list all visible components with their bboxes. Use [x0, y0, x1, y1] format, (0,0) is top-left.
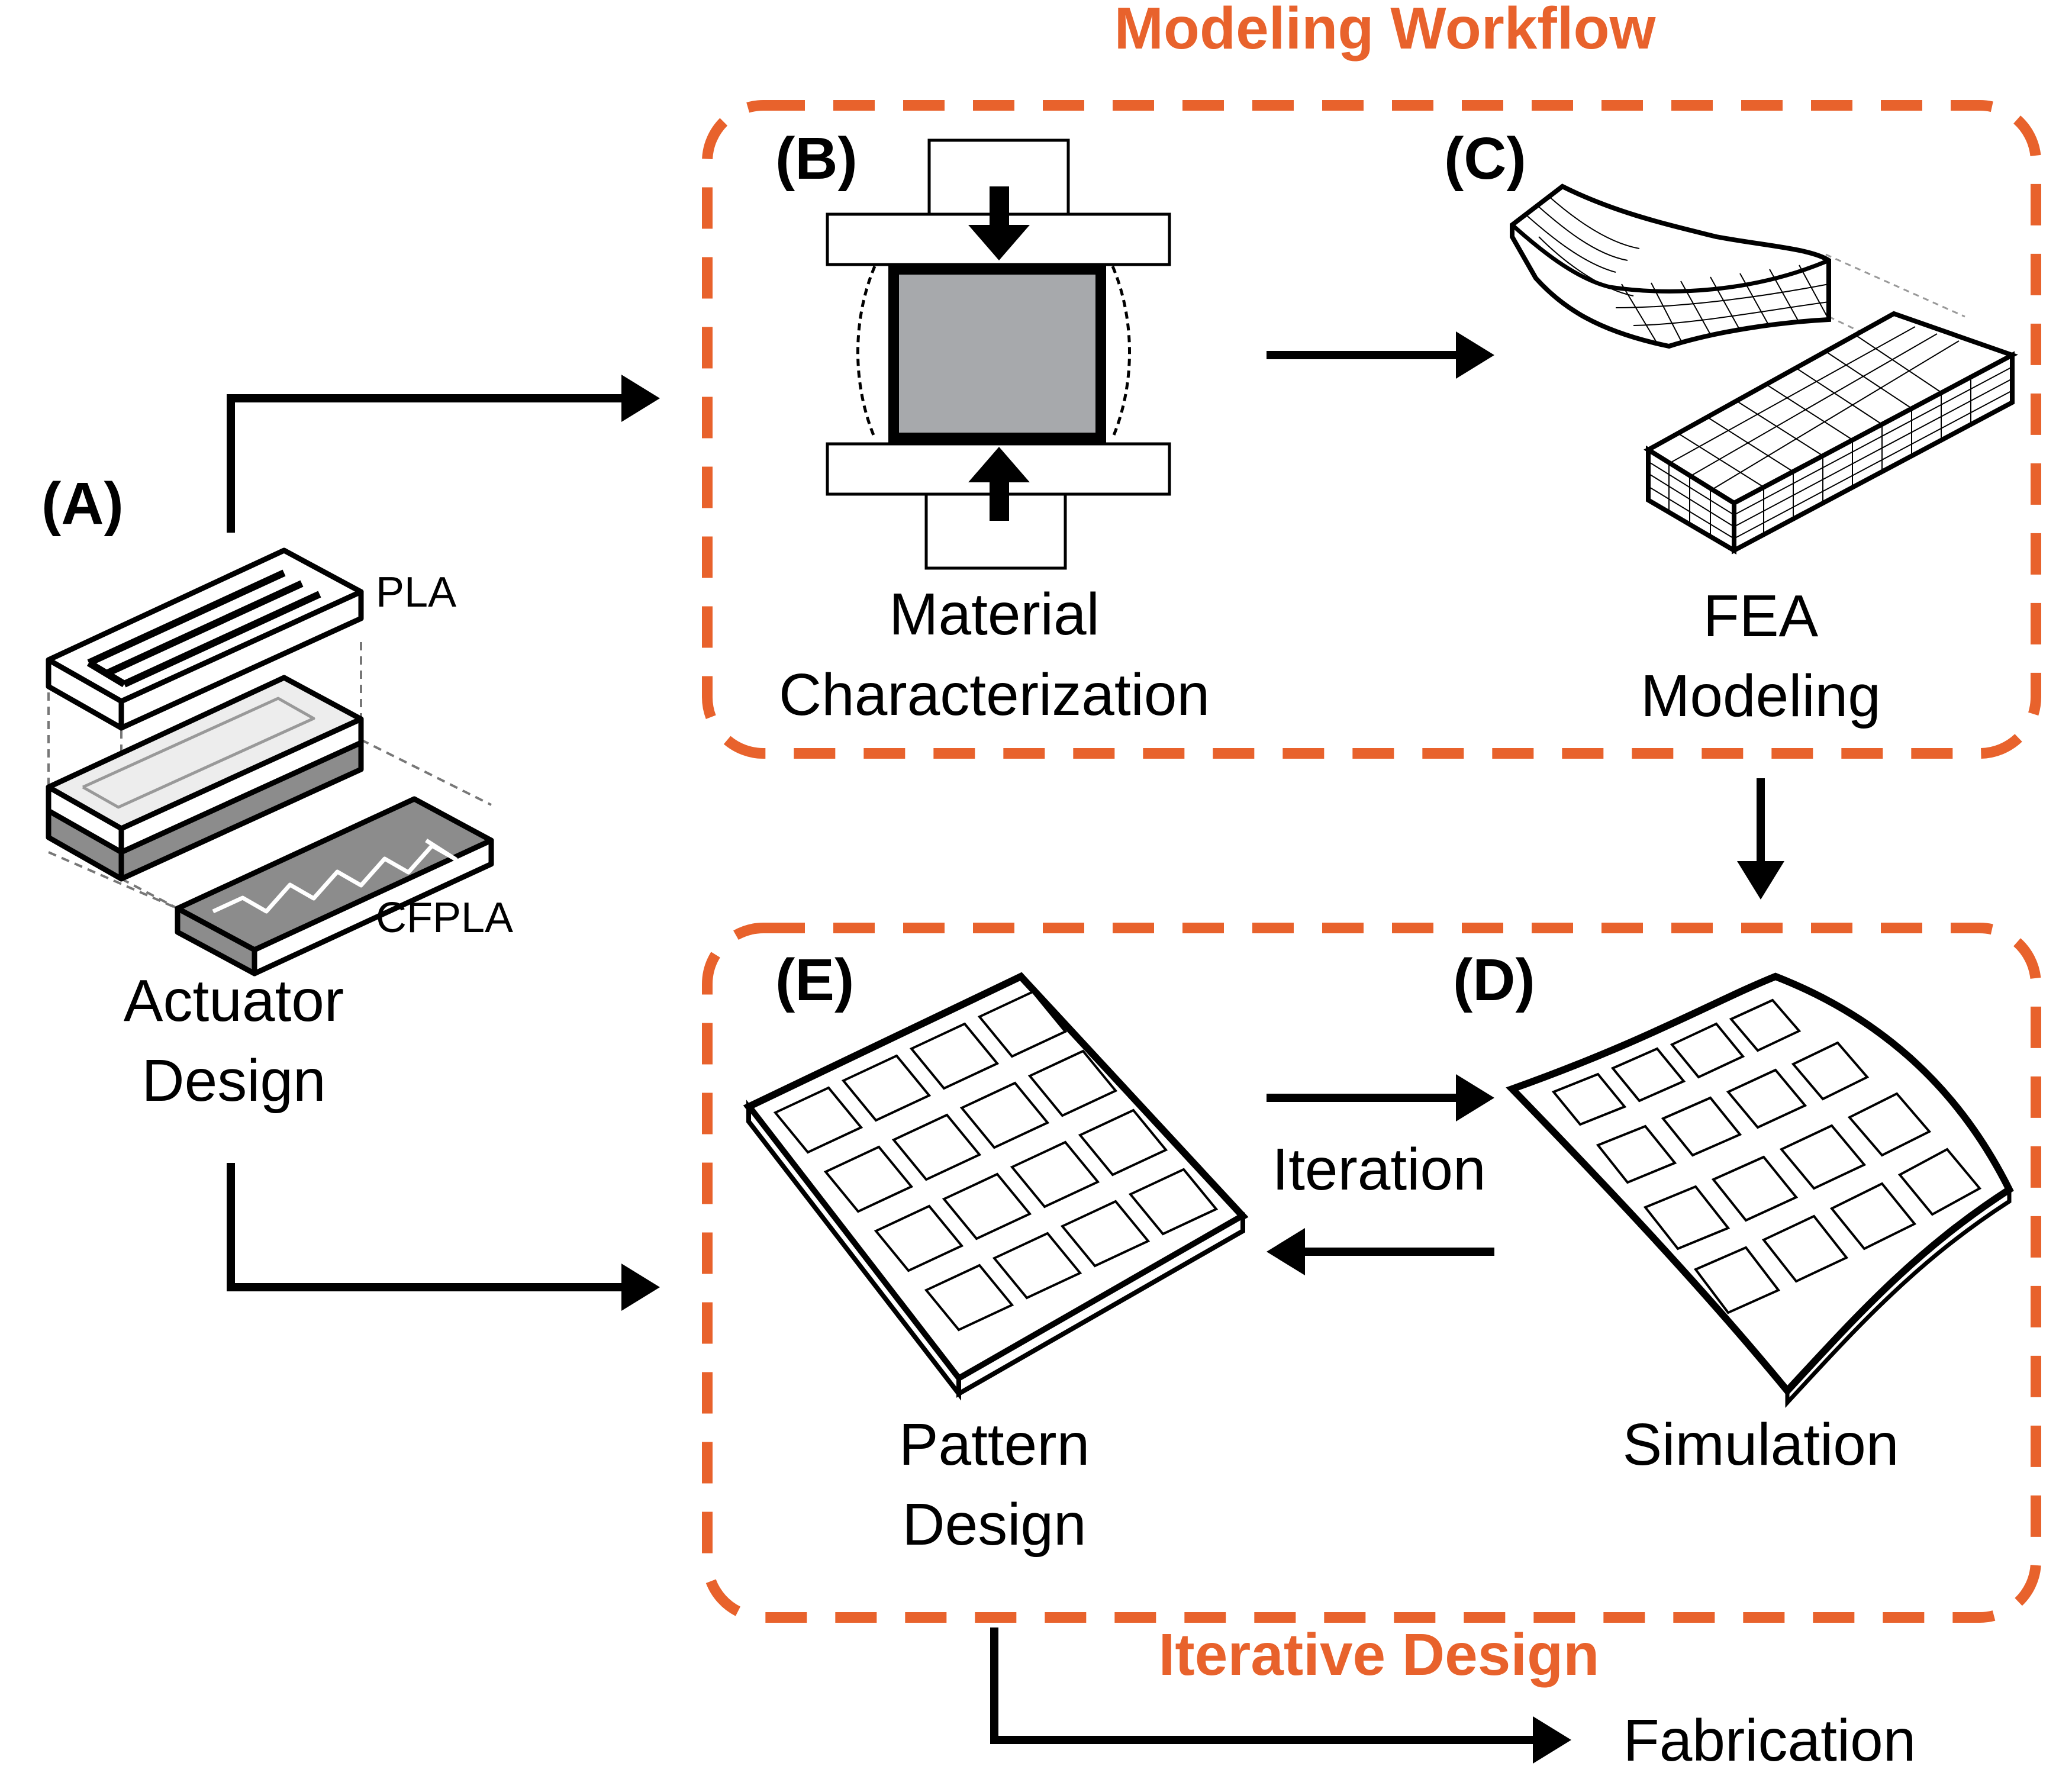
panel-e-caption-line1: Pattern	[899, 1411, 1090, 1478]
arrow-a-to-iterative	[227, 1163, 621, 1291]
panel-c-caption-line2: Modeling	[1641, 663, 1881, 729]
actuator-layers-illustration	[46, 547, 494, 976]
pattern-cells	[773, 990, 1219, 1332]
panel-e-caption-line2: Design	[902, 1491, 1086, 1558]
panel-label-e: (E)	[775, 947, 854, 1013]
panel-d-caption: Simulation	[1623, 1411, 1899, 1478]
layer-label-pla: PLA	[376, 569, 456, 616]
modeling-workflow-box	[702, 100, 2041, 759]
panel-label-b: (B)	[775, 125, 858, 192]
compression-test-illustration	[826, 138, 1171, 570]
simulated-curved-sheet	[1506, 972, 2014, 1408]
iterative-design-title: Iterative Design	[1159, 1622, 1600, 1688]
panel-a-caption-line2: Design	[141, 1048, 326, 1114]
pattern-grid-illustration	[743, 972, 1249, 1401]
fabrication-label: Fabrication	[1623, 1707, 1916, 1774]
iterative-design-box	[702, 923, 2041, 1623]
arrow-a-to-modeling	[227, 394, 621, 533]
flow-arrows	[227, 331, 1784, 1764]
iteration-label: Iteration	[1272, 1136, 1485, 1203]
modeling-workflow-title: Modeling Workflow	[1114, 0, 1656, 62]
layer-label-cfpla: CFPLA	[376, 894, 513, 942]
simulated-cells	[1551, 998, 1982, 1314]
panel-label-d: (D)	[1453, 947, 1535, 1013]
fea-mesh-illustration	[1510, 183, 2018, 555]
panel-a-caption-line1: Actuator	[124, 968, 344, 1034]
panel-b-caption-line2: Characterization	[779, 662, 1210, 728]
deformed-beam	[1510, 183, 1831, 349]
panel-label-c: (C)	[1444, 125, 1526, 192]
panel-b-caption-line1: Material	[889, 581, 1100, 647]
arrow-to-fabrication	[990, 1627, 1533, 1744]
panel-label-a: (A)	[41, 470, 124, 537]
panel-c-caption-line1: FEA	[1703, 583, 1819, 649]
